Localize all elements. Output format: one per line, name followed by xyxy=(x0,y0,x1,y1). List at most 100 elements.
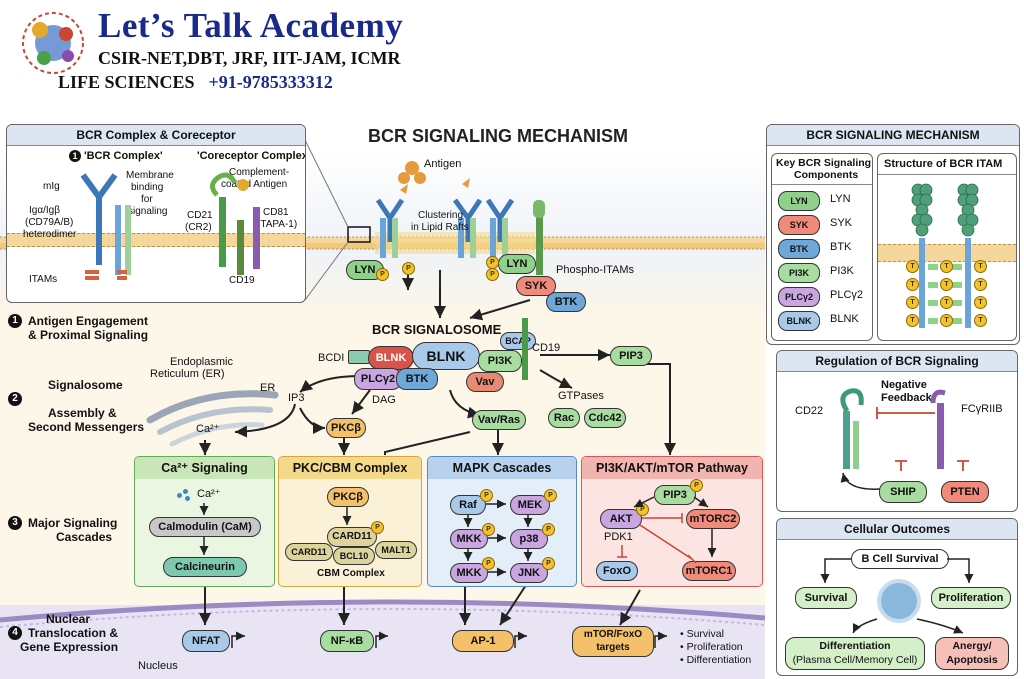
step-1-num: 1 xyxy=(8,314,22,328)
itam-t-6: T xyxy=(940,278,953,291)
ship-pill: SHIP xyxy=(879,481,927,503)
bcr-receptor-right xyxy=(485,198,515,258)
ca-arrows xyxy=(199,503,209,555)
dag-label: DAG xyxy=(372,394,396,406)
b-cell-icon xyxy=(877,579,921,623)
mapk-arrows xyxy=(463,499,533,577)
regulation-art xyxy=(840,388,969,490)
vav-pill: Vav xyxy=(466,372,504,392)
itam-t-12: T xyxy=(974,314,987,327)
cd19-panel-label: CD19 xyxy=(229,275,255,286)
bcr-receptor-left xyxy=(375,184,408,258)
calmodulin: Calmodulin (CaM) xyxy=(149,517,261,537)
nfkb-pill: NF-κB xyxy=(320,630,374,652)
bcr-panel-membrane xyxy=(7,233,305,247)
complement-0: Complement- xyxy=(229,167,290,178)
itam-t-9: T xyxy=(974,260,987,273)
itams-label: ITAMs xyxy=(29,274,58,285)
differentiation-pill: Differentiation(Plasma Cell/Memory Cell) xyxy=(785,637,925,670)
vavras-pill: Vav/Ras xyxy=(472,410,526,430)
pip3-box: PIP3 xyxy=(654,485,696,505)
pkc-cbm-box: PKC/CBM Complex PKCβ CARD11 CARD11 BCL10… xyxy=(278,456,422,587)
btk-sig: BTK xyxy=(396,368,438,390)
pi3k-box-title: PI3K/AKT/mTOR Pathway xyxy=(582,457,762,479)
pdk1-label: PDK1 xyxy=(604,531,633,543)
coreceptor-label: 'Coreceptor Complex' xyxy=(197,150,306,162)
legend-label-pi3k: PI3K xyxy=(830,265,854,277)
ca-ion: Ca²⁺ xyxy=(197,488,221,500)
brand-title: Let’s Talk Academy xyxy=(98,6,404,45)
lyn-right: LYN xyxy=(498,254,536,274)
bcr-complex-label: 1'BCR Complex' xyxy=(69,150,163,162)
p38-pill: p38 xyxy=(510,529,548,549)
mtor-targets-0: mTOR/FoxO xyxy=(583,629,643,640)
mkk2-p: P xyxy=(482,557,495,570)
mapk-box-title: MAPK Cascades xyxy=(428,457,576,479)
outcome-survival: • Survival xyxy=(680,628,724,640)
mkk2-pill: MKK xyxy=(450,563,488,583)
plcg2-pill: PLCγ2 xyxy=(354,368,402,390)
btk-pill: BTK xyxy=(546,292,586,312)
blnk-small: BLNK xyxy=(368,346,414,370)
key-title-1: Components xyxy=(794,169,859,181)
cd21-0: CD21 xyxy=(187,210,213,221)
er-label-1: Reticulum (ER) xyxy=(150,368,225,380)
mkk1-p: P xyxy=(482,523,495,536)
mtor-targets-1: targets xyxy=(596,642,630,653)
cbm-label: CBM Complex xyxy=(317,568,385,579)
cd19-stalk xyxy=(522,318,528,380)
syk-pill: SYK xyxy=(516,276,556,296)
cd21-1: (CR2) xyxy=(185,222,212,233)
iga-label-0: Igα/Igβ xyxy=(29,205,60,216)
bcell-survival: B Cell Survival xyxy=(851,549,949,569)
neg-feedback-0: Negative xyxy=(881,379,927,391)
outcomes-title: Cellular Outcomes xyxy=(777,519,1017,540)
legend-label-blnk: BLNK xyxy=(830,313,859,325)
pkcb-box: PKCβ xyxy=(327,487,369,507)
itam-t-11: T xyxy=(974,296,987,309)
cd81-0: CD81 xyxy=(263,207,289,218)
mkk1-pill: MKK xyxy=(450,529,488,549)
itam-t-8: T xyxy=(940,314,953,327)
key-title-0: Key BCR Signaling xyxy=(776,157,872,169)
mtorc1-pill: mTORC1 xyxy=(682,561,736,581)
legend-label-lyn: LYN xyxy=(830,193,851,205)
step-3-line-1: Cascades xyxy=(56,530,113,544)
right-mechanism-panel: BCR SIGNALING MECHANISM Key BCR Signalin… xyxy=(766,124,1020,345)
itam-structure-panel: Structure of BCR ITAM T T T T T T T T T … xyxy=(877,153,1017,341)
membrane-binding-3: signaling xyxy=(128,206,168,217)
bcl10-pill: BCL10 xyxy=(333,547,375,565)
legend-chip-lyn: LYN xyxy=(778,191,820,211)
blnk-big: BLNK xyxy=(412,342,480,370)
er-label-0: Endoplasmic xyxy=(170,356,233,368)
step-2-line-2: Second Messengers xyxy=(28,420,145,434)
itam-t-4: T xyxy=(906,314,919,327)
bcap-pill: BCAP xyxy=(500,332,536,350)
raf-p: P xyxy=(480,489,493,502)
mtor-targets: mTOR/FoxO targets xyxy=(572,626,654,657)
cdc42-pill: Cdc42 xyxy=(584,408,626,428)
step-1-line-0: Antigen Engagement xyxy=(28,314,149,328)
outcome-differentiation: • Differentiation xyxy=(680,654,752,666)
membrane-binding-0: Membrane xyxy=(126,170,174,181)
itam-title: Structure of BCR ITAM xyxy=(884,158,1003,170)
anergy-pill: Anergy/Apoptosis xyxy=(935,637,1009,670)
pip3-p: P xyxy=(690,479,703,492)
itam-t-10: T xyxy=(974,278,987,291)
fcg-label: FCγRIIB xyxy=(961,403,1003,415)
anergy-0: Anergy/ xyxy=(952,640,992,652)
step-4-line-1: Translocation & xyxy=(28,626,119,640)
gtpases-label: GTPases xyxy=(558,390,604,402)
step-2-line-1: Assembly & xyxy=(48,406,117,420)
complement-1: coated Antigen xyxy=(221,179,288,190)
nuclear-membrane xyxy=(0,599,766,623)
phospho-p-1: P xyxy=(376,268,389,281)
academy-logo xyxy=(22,12,84,74)
legend-label-btk: BTK xyxy=(830,241,852,253)
pi3k-sig: PI3K xyxy=(478,350,522,372)
regulation-title: Regulation of BCR Signaling xyxy=(777,351,1017,372)
differentiation-0: Differentiation xyxy=(819,640,891,652)
jnk-p: P xyxy=(542,557,555,570)
